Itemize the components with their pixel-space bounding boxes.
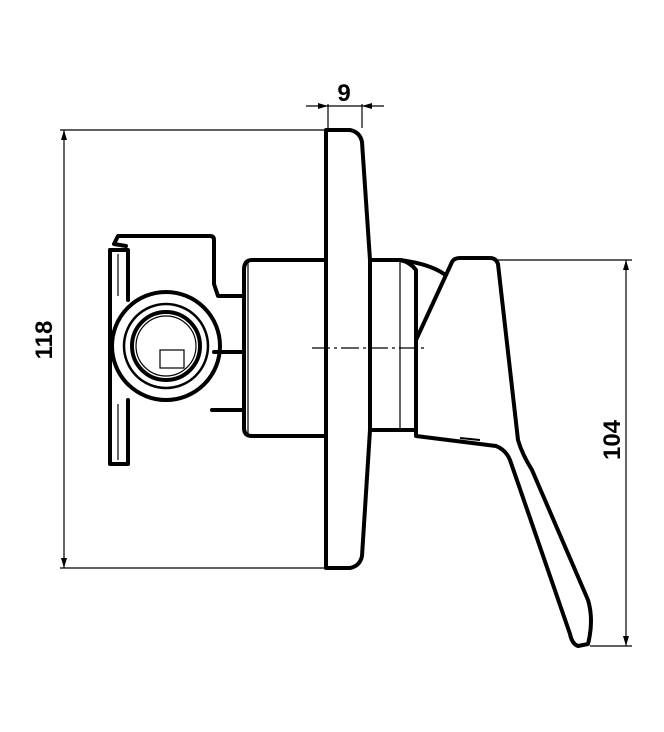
dimension-plate-depth: 9 <box>306 80 384 128</box>
dimension-label-plate-depth: 9 <box>337 80 350 107</box>
handle-groove <box>459 437 481 441</box>
dimension-label-overall-height: 118 <box>31 321 58 360</box>
connection-port <box>110 290 222 402</box>
wall-plate <box>324 128 372 570</box>
valve-body <box>242 258 328 438</box>
handle-lever <box>414 256 593 648</box>
dimension-overall-height: 118 <box>31 129 346 569</box>
dimension-label-handle-height: 104 <box>599 419 626 460</box>
dimension-handle-height: 104 <box>496 259 632 647</box>
escutcheon-collar <box>368 258 446 432</box>
